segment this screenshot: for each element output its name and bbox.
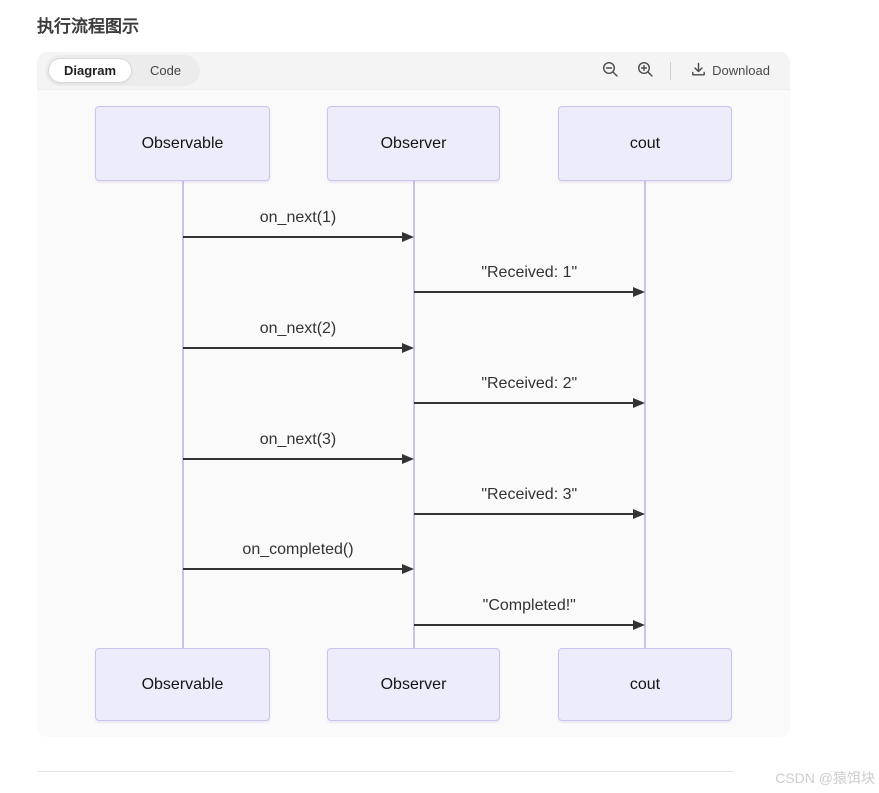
message-label: on_next(1) [259,209,337,226]
message-arrowhead [633,620,645,630]
zoom-in-button[interactable] [635,59,656,83]
actor-box-bottom: cout [558,648,732,721]
zoom-in-icon [637,61,654,81]
actor-box-top: cout [558,106,732,181]
tab-code[interactable]: Code [150,63,182,78]
message-label: "Completed!" [482,597,576,614]
message-arrow-line [413,291,635,293]
view-tab-group: Diagram Code [45,55,201,86]
message-label: on_completed() [242,541,354,558]
message-label: "Received: 3" [481,486,578,503]
message-label: "Received: 1" [481,264,578,281]
message-label: on_next(3) [259,431,337,448]
message-arrowhead [401,454,414,464]
watermark: CSDN @猿饵块 [775,770,875,786]
actor-box-top: Observer [327,106,500,181]
download-icon [691,62,706,80]
page-title: 执行流程图示 [37,17,139,36]
message-arrowhead [401,232,414,242]
viewer-toolbar: Diagram Code [37,52,790,90]
message-arrowhead [401,343,414,353]
lifeline-cout [644,181,646,648]
message-arrowhead [633,287,645,297]
zoom-out-button[interactable] [600,59,621,83]
message-arrow-line [182,347,404,349]
diagram-viewer-card: Diagram Code [37,52,790,737]
message-arrowhead [633,398,645,408]
download-label: Download [712,63,770,78]
toolbar-controls: Download [600,59,776,83]
message-arrow-line [182,236,404,238]
message-label: "Received: 2" [481,375,578,392]
zoom-out-icon [602,61,619,81]
actor-box-bottom: Observable [95,648,270,721]
download-button[interactable]: Download [685,61,776,81]
message-arrow-line [413,624,635,626]
message-arrow-line [413,402,635,404]
message-arrow-line [413,513,635,515]
footer-divider [38,771,733,772]
message-arrow-line [182,568,404,570]
message-label: on_next(2) [259,320,337,337]
message-arrowhead [633,509,645,519]
actor-box-top: Observable [95,106,270,181]
message-arrowhead [401,564,414,574]
lifeline-observable [181,181,184,648]
actor-box-bottom: Observer [327,648,500,721]
message-arrow-line [182,458,404,460]
lifeline-observer [412,181,415,648]
toolbar-divider [670,61,672,80]
tab-diagram[interactable]: Diagram [48,58,133,83]
